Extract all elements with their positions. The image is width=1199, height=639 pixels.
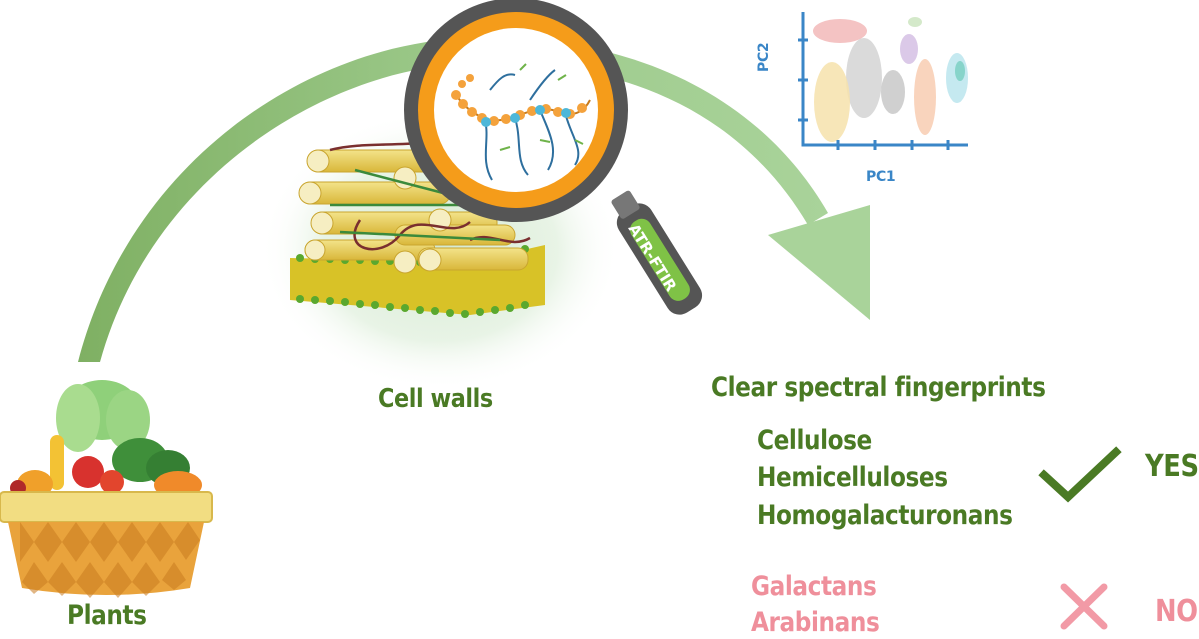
- arrow-body: [78, 37, 828, 362]
- fiber-ends: [298, 149, 452, 274]
- component-hemicelluloses: Hemicelluloses: [757, 462, 948, 493]
- pca-plot: [798, 12, 968, 150]
- plants-label: Plants: [67, 600, 147, 631]
- fingerprints-heading: Clear spectral fingerprints: [711, 372, 1046, 403]
- verdict-yes: YES: [1145, 449, 1199, 484]
- arrow-head: [768, 205, 870, 320]
- component-cellulose: Cellulose: [757, 425, 872, 456]
- pca-clusters: [813, 17, 968, 142]
- verdict-no: NO: [1155, 594, 1198, 629]
- plants-basket-illustration: [0, 380, 213, 598]
- process-arrow: [78, 37, 870, 362]
- cell-walls-label: Cell walls: [378, 384, 493, 414]
- component-homogalacturonans: Homogalacturonans: [757, 500, 1013, 531]
- cross-icon: [1060, 583, 1108, 630]
- pca-axes: [798, 12, 968, 150]
- component-arabinans: Arabinans: [751, 607, 880, 638]
- polysaccharide-chain: [451, 63, 591, 181]
- component-galactans: Galactans: [751, 571, 877, 602]
- lens-glass: [434, 28, 598, 192]
- magnifier-handle: [611, 190, 703, 315]
- magnifier: ATR-FTIR: [404, 0, 703, 315]
- pca-y-axis-label: PC2: [756, 42, 772, 72]
- check-icon: [1038, 446, 1122, 503]
- pca-x-axis-label: PC1: [866, 169, 896, 185]
